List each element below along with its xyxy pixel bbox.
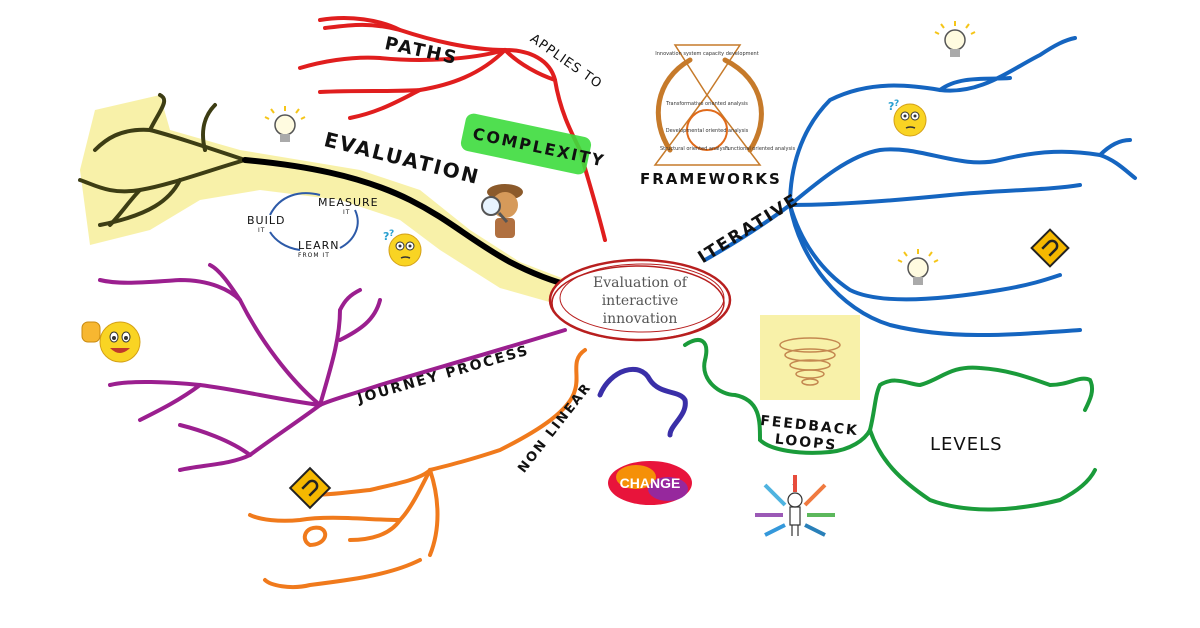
bml-learn: LEARN [298, 239, 339, 252]
framework-top-text: Innovation system capacity development [655, 51, 758, 57]
central-topic-line2: interactive [602, 293, 679, 309]
lightbulb-icon [264, 106, 306, 142]
thinking-emoji-icon: ? ? [888, 99, 927, 137]
lightbulb-icon [934, 21, 976, 57]
nonlinear-branch [248, 348, 587, 590]
loops-label: LOOPS [774, 431, 838, 453]
applies-to-label: APPLIES TO [527, 31, 605, 92]
feedback-branch [683, 338, 1097, 512]
spiral-icon [760, 315, 860, 400]
bml-measure: MEASURE [318, 196, 379, 209]
levels-label: LEVELS [930, 434, 1003, 455]
decision-arrows-icon: ? [740, 470, 850, 540]
bml-build-sub: IT [258, 227, 265, 234]
central-topic-line3: innovation [603, 311, 678, 327]
detective-icon [481, 184, 523, 238]
u-turn-sign-icon [288, 466, 332, 510]
frameworks-diagram: Innovation system capacity development T… [653, 44, 795, 166]
thinking-emoji-icon: ? ? [383, 229, 422, 267]
u-turn-sign-icon [1030, 228, 1070, 268]
paths-branch [298, 16, 607, 242]
bml-measure-sub: IT [343, 209, 350, 216]
svg-text:?: ? [389, 229, 394, 239]
frameworks-label: FRAMEWORKS [640, 170, 782, 188]
central-topic-line1: Evaluation of [593, 275, 689, 291]
thumbs-up-emoji-icon [81, 321, 141, 363]
journey-branch [98, 263, 567, 472]
change-label: CHANGE [620, 475, 681, 491]
framework-left-text: Structural oriented analysis [660, 146, 730, 152]
change-squiggle [597, 366, 688, 438]
complexity-badge: COMPLEXITY [460, 113, 607, 175]
framework-inner-text: Developmental oriented analysis [666, 128, 749, 134]
framework-right-text: Functional oriented analysis [725, 146, 795, 152]
svg-text:?: ? [888, 100, 894, 113]
journey-process-label: JOURNEY PROCESS [355, 343, 531, 408]
non-linear-label: NON LINEAR [515, 380, 595, 476]
svg-text:?: ? [894, 99, 899, 109]
lightbulb-icon [897, 249, 939, 285]
iterative-branch [703, 36, 1137, 337]
bml-build: BUILD [247, 214, 285, 227]
bml-learn-sub: FROM IT [298, 252, 330, 259]
iterative-label: ITERATIVE [695, 190, 803, 268]
evaluation-branch-line [242, 157, 578, 290]
evaluation-twigs [78, 93, 247, 227]
build-measure-learn-diagram: BUILD IT MEASURE IT LEARN FROM IT [247, 192, 379, 259]
svg-text:?: ? [383, 230, 389, 243]
central-topic: Evaluation of interactive innovation [548, 258, 732, 342]
framework-middle-text: Transformative oriented analysis [665, 101, 748, 107]
change-badge: CHANGE [608, 461, 692, 505]
